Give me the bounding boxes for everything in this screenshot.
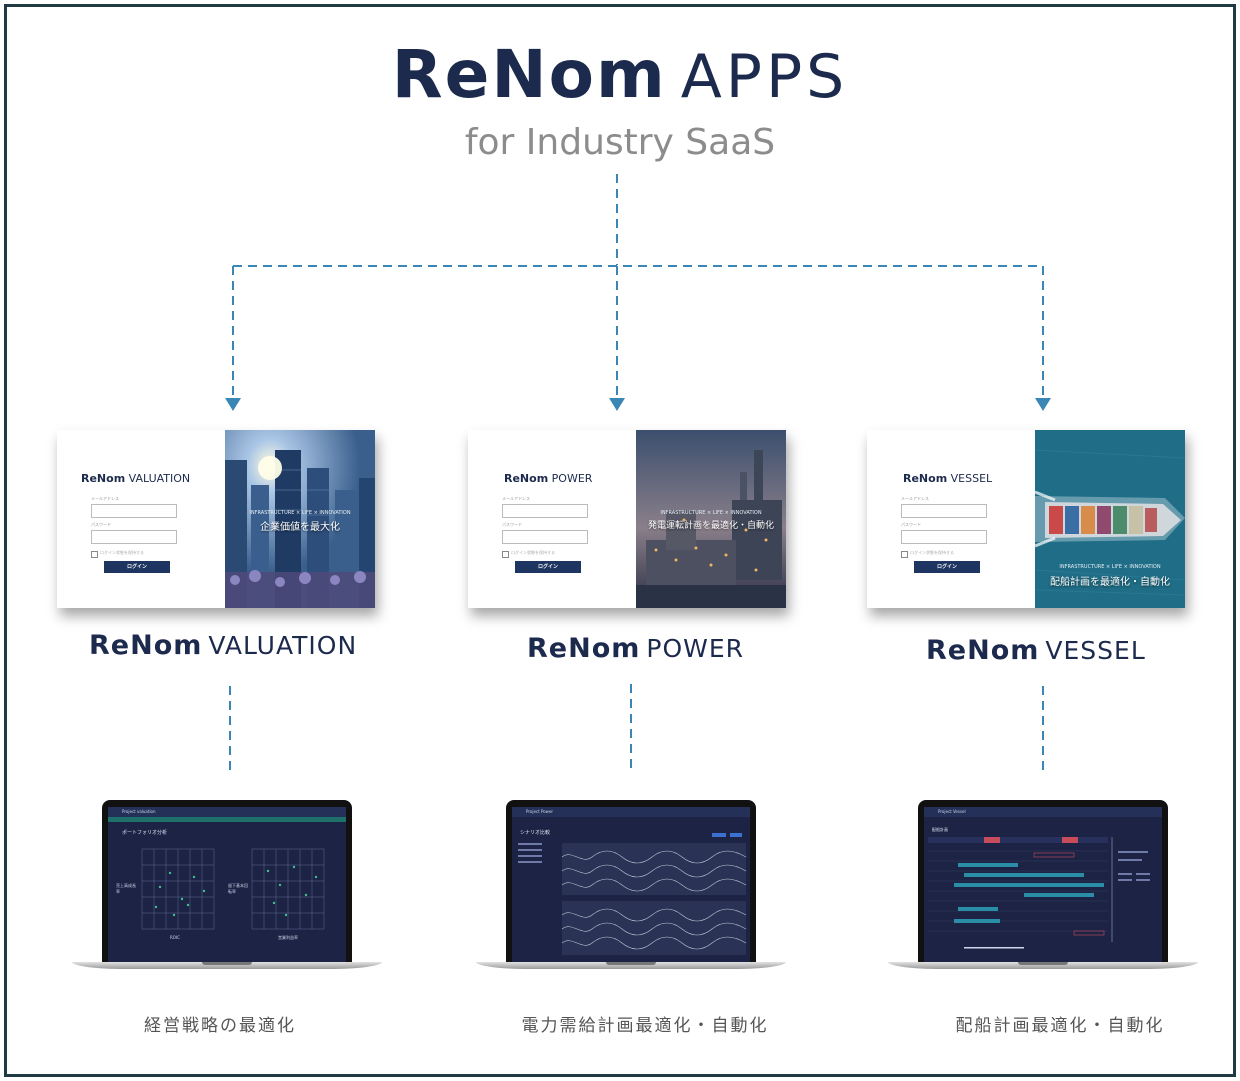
- caption-power: 電力需給計画最適化・自動化: [521, 1016, 769, 1036]
- login-logo: ReNom VESSEL: [903, 472, 992, 485]
- product-name-light: VESSEL: [1045, 636, 1146, 665]
- plant-photo: INFRASTRUCTURE × LIFE × INNOVATION 発電運転計…: [636, 430, 786, 608]
- login-button[interactable]: ログイン: [515, 561, 581, 573]
- screen-title: シナリオ比較: [520, 830, 551, 836]
- caption-vessel: 配船計画最適化・自動化: [955, 1016, 1165, 1036]
- brand-subtitle: for Industry SaaS: [464, 122, 776, 163]
- photo-tagline: INFRASTRUCTURE × LIFE × INNOVATION: [660, 510, 762, 516]
- laptop-base: [888, 962, 1198, 969]
- brand-title-bold: ReNom: [391, 36, 667, 113]
- email-label: メールアドレス: [502, 496, 530, 501]
- login-button[interactable]: ログイン: [104, 561, 170, 573]
- power-dashboard: [512, 807, 750, 962]
- password-field[interactable]: [502, 530, 588, 544]
- laptop-vessel: Project Vessel 配船計画: [888, 800, 1198, 972]
- photo-caption: 配船計画を最適化・自動化: [1050, 577, 1170, 588]
- screen-project-label: Project Power: [526, 809, 554, 814]
- city-photo: INFRASTRUCTURE × LIFE × INNOVATION 企業価値を…: [225, 430, 375, 608]
- caption-valuation: 経営戦略の最適化: [144, 1016, 296, 1036]
- brand-title-light: APPS: [680, 42, 849, 112]
- photo-caption: 企業価値を最大化: [260, 522, 340, 533]
- login-form-panel: ReNom POWER メールアドレス パスワード ログイン状態を保持する ログ…: [468, 430, 636, 608]
- login-button[interactable]: ログイン: [914, 561, 980, 573]
- login-logo: ReNom POWER: [504, 472, 592, 485]
- laptop-power: Project Power シナリオ比較: [476, 800, 786, 972]
- vessel-dashboard: [924, 807, 1162, 962]
- email-label: メールアドレス: [91, 496, 119, 501]
- password-label: パスワード: [91, 522, 111, 527]
- remember-label: ログイン状態を保持する: [511, 550, 555, 555]
- email-field[interactable]: [502, 504, 588, 518]
- photo-tagline: INFRASTRUCTURE × LIFE × INNOVATION: [1059, 564, 1161, 570]
- ship-photo: INFRASTRUCTURE × LIFE × INNOVATION 配船計画を…: [1035, 430, 1185, 608]
- laptop-screen: Project Power シナリオ比較: [512, 807, 750, 962]
- login-card-vessel: ReNom VESSEL メールアドレス パスワード ログイン状態を保持する ロ…: [867, 430, 1185, 608]
- photo-caption: 発電運転計画を最適化・自動化: [647, 521, 774, 531]
- login-logo: ReNom VALUATION: [81, 472, 190, 485]
- login-logo-light: VESSEL: [950, 472, 993, 485]
- product-name-bold: ReNom: [89, 630, 203, 661]
- container-ship-image: [1035, 430, 1185, 608]
- email-field[interactable]: [91, 504, 177, 518]
- remember-label: ログイン状態を保持する: [100, 550, 144, 555]
- laptop-valuation: Project valuation ポートフォリオ分析 売上高成長率 留下基本回…: [72, 800, 382, 972]
- laptop-notch: [202, 962, 252, 965]
- product-name-light: POWER: [646, 634, 745, 663]
- axis-label-bottom-left: ROIC: [170, 935, 180, 940]
- city-skyline-image: [225, 430, 375, 608]
- login-card-power: ReNom POWER メールアドレス パスワード ログイン状態を保持する ログ…: [468, 430, 786, 608]
- email-label: メールアドレス: [901, 496, 929, 501]
- email-field[interactable]: [901, 504, 987, 518]
- screen-project-label: Project valuation: [122, 809, 156, 814]
- laptop-notch: [1018, 962, 1068, 965]
- axis-label-right: 留下基本回転率: [228, 883, 248, 894]
- product-name-bold: ReNom: [926, 635, 1040, 666]
- product-name-bold: ReNom: [527, 633, 641, 664]
- password-label: パスワード: [901, 522, 921, 527]
- login-logo-light: POWER: [551, 472, 593, 485]
- password-label: パスワード: [502, 522, 522, 527]
- axis-label-bottom-right: 営業利益率: [278, 935, 298, 940]
- remember-checkbox[interactable]: [91, 551, 98, 558]
- login-form-panel: ReNom VESSEL メールアドレス パスワード ログイン状態を保持する ロ…: [867, 430, 1035, 608]
- remember-checkbox[interactable]: [901, 551, 908, 558]
- password-field[interactable]: [91, 530, 177, 544]
- password-field[interactable]: [901, 530, 987, 544]
- screen-project-label: Project Vessel: [938, 809, 966, 814]
- photo-tagline: INFRASTRUCTURE × LIFE × INNOVATION: [249, 510, 351, 516]
- login-form-panel: ReNom VALUATION メールアドレス パスワード ログイン状態を保持す…: [57, 430, 225, 608]
- screen-title: 配船計画: [932, 827, 948, 832]
- screen-title: ポートフォリオ分析: [122, 830, 168, 836]
- laptop-base: [72, 962, 382, 969]
- remember-checkbox[interactable]: [502, 551, 509, 558]
- arrowhead-left: [225, 398, 241, 411]
- arrowhead-center: [609, 398, 625, 411]
- login-logo-bold: ReNom: [903, 472, 948, 485]
- outer-border: [4, 4, 1236, 1077]
- axis-label-left: 売上高成長率: [116, 883, 136, 894]
- laptop-notch: [606, 962, 656, 965]
- login-card-valuation: ReNom VALUATION メールアドレス パスワード ログイン状態を保持す…: [57, 430, 375, 608]
- arrowhead-right: [1035, 398, 1051, 411]
- power-plant-image: [636, 430, 786, 608]
- remember-label: ログイン状態を保持する: [910, 550, 954, 555]
- laptop-screen: Project valuation ポートフォリオ分析 売上高成長率 留下基本回…: [108, 807, 346, 962]
- login-logo-light: VALUATION: [128, 472, 191, 485]
- laptop-base: [476, 962, 786, 969]
- login-logo-bold: ReNom: [504, 472, 549, 485]
- login-logo-bold: ReNom: [81, 472, 126, 485]
- valuation-dashboard: [108, 807, 346, 962]
- laptop-screen: Project Vessel 配船計画: [924, 807, 1162, 962]
- product-name-light: VALUATION: [208, 631, 358, 660]
